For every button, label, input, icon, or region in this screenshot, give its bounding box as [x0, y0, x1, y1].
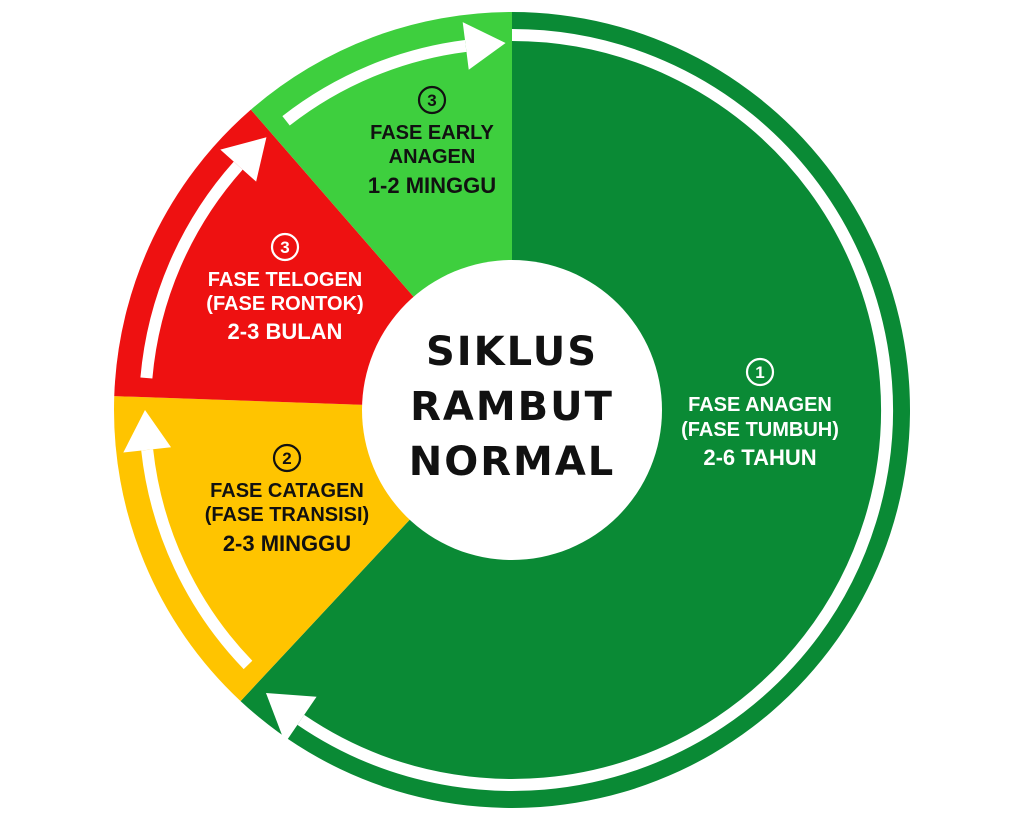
phase-number: 3 [427, 91, 436, 110]
phase-number: 1 [755, 363, 764, 382]
arrow-telogen [140, 137, 267, 379]
phase-number-badge: 2 [272, 443, 302, 473]
phase-number: 3 [280, 238, 289, 257]
center-title-line-3: NORMAL [409, 439, 616, 485]
phase-name-line-1: FASE ANAGEN [688, 394, 832, 416]
phase-name-line-2: (FASE RONTOK) [206, 293, 363, 315]
phase-name-line-1: FASE EARLY [370, 122, 494, 144]
arrow-early-anagen [282, 22, 506, 126]
phase-number: 2 [282, 449, 291, 468]
phase-number-badge: 1 [745, 357, 775, 387]
phase-name-line-1: FASE CATAGEN [210, 480, 364, 502]
phase-name-line-2: (FASE TRANSISI) [205, 504, 369, 526]
center-title-line-1: SIKLUS [426, 329, 598, 375]
center-title: SIKLUS RAMBUT NORMAL [409, 329, 616, 485]
center-circle [362, 260, 662, 560]
phase-duration: 2-6 TAHUN [703, 445, 816, 470]
arrow-anagen [265, 29, 893, 791]
cycle-arrows [123, 22, 893, 791]
phase-name-line-2: ANAGEN [389, 146, 476, 168]
center-title-line-2: RAMBUT [410, 384, 614, 430]
phase-number-badge: 3 [417, 85, 447, 115]
phase-duration: 2-3 BULAN [228, 319, 343, 344]
phase-name-line-1: FASE TELOGEN [208, 269, 362, 291]
phase-duration: 2-3 MINGGU [223, 531, 351, 556]
phase-name-line-2: (FASE TUMBUH) [681, 419, 839, 441]
phase-duration: 1-2 MINGGU [368, 173, 496, 198]
arrow-catagen [123, 410, 253, 670]
phase-number-badge: 3 [270, 232, 300, 262]
